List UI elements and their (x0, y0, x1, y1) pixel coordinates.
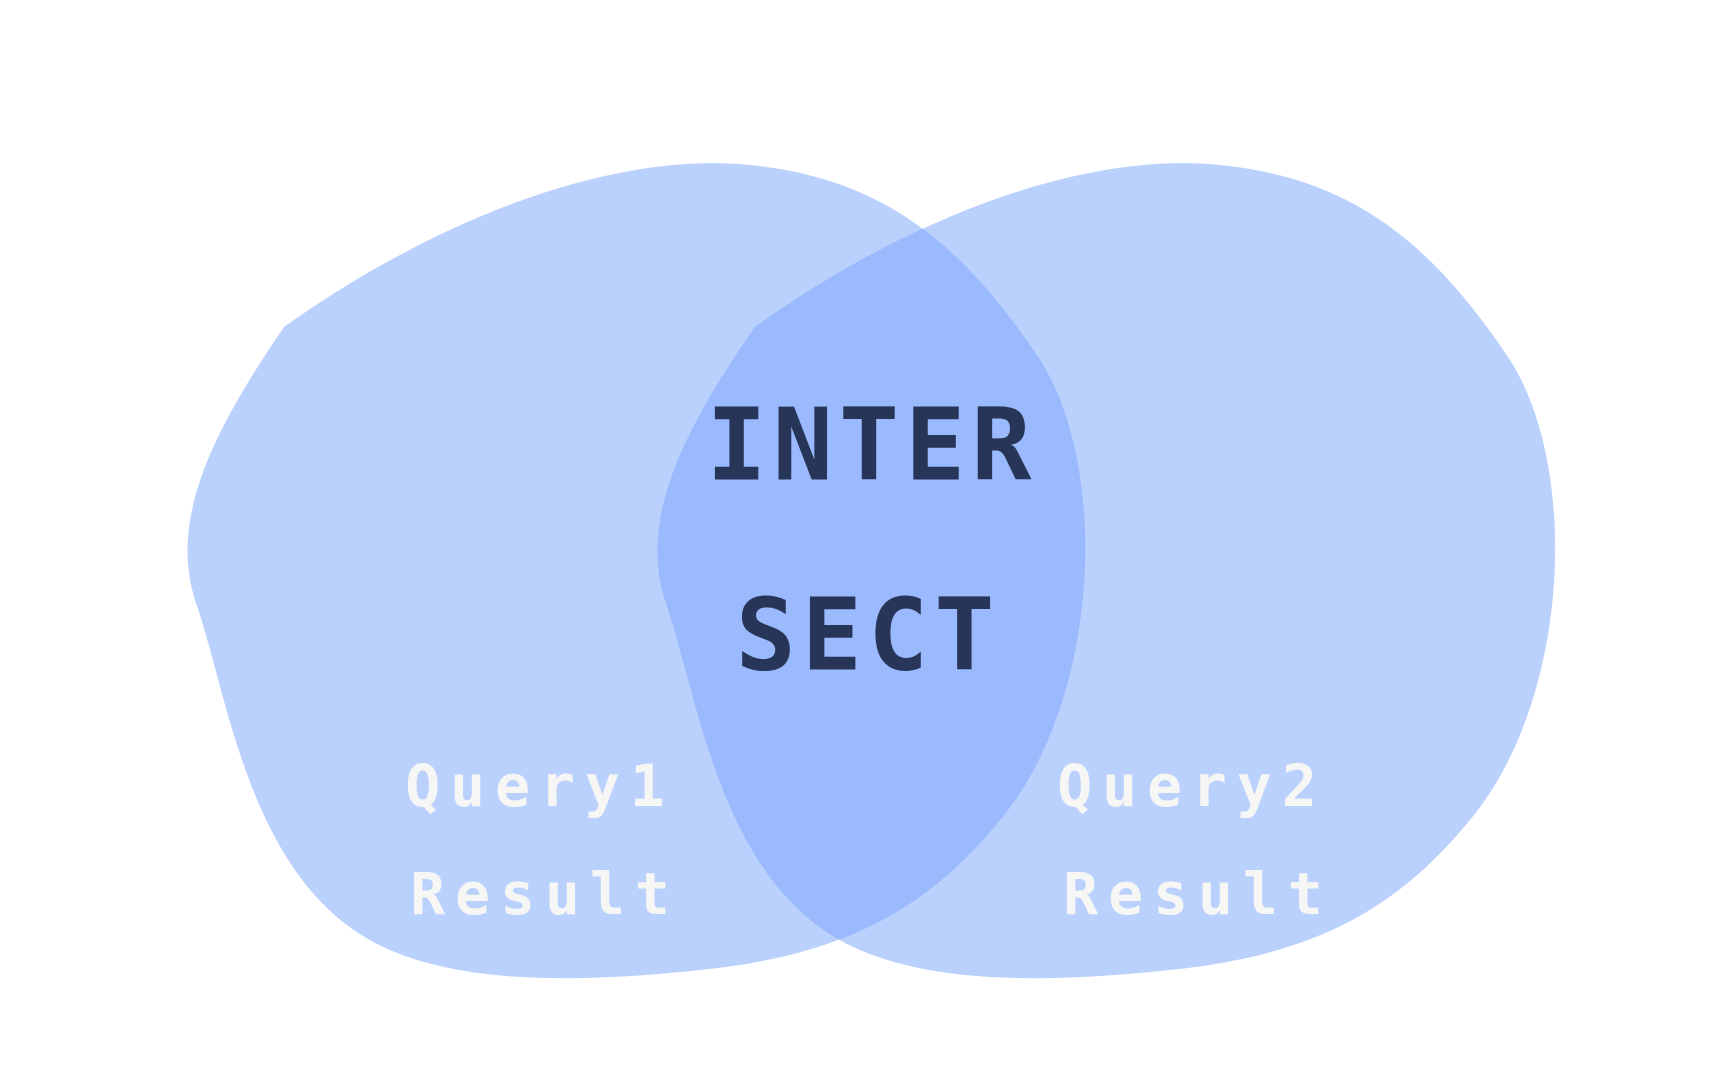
left-set-label-line1: Query1 (405, 752, 675, 820)
right-set-label-line1: Query2 (1057, 752, 1327, 820)
intersection-shape (657, 163, 1086, 979)
intersection-label-line1: INTER (706, 386, 1037, 503)
right-set-label-line2: Result (1063, 860, 1333, 928)
left-set-label-line2: Result (410, 860, 680, 928)
intersection-label-line2: SECT (736, 576, 1001, 693)
intersection-region (657, 163, 1086, 979)
